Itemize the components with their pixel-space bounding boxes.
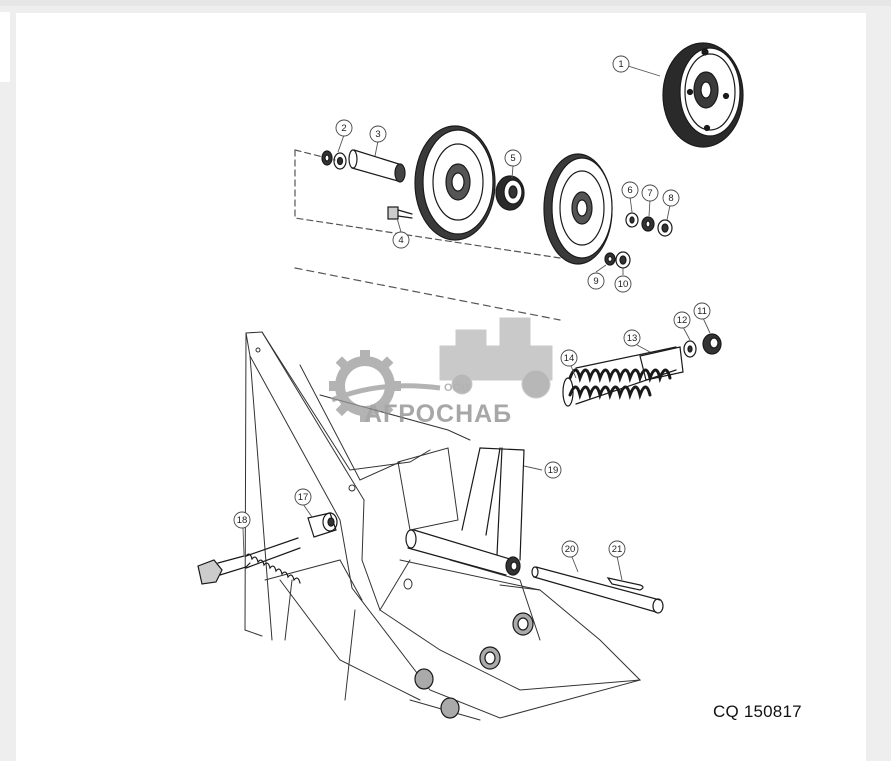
- callout-17: 17: [294, 488, 312, 506]
- bolt-4: [387, 206, 413, 220]
- callout-11: 11: [693, 302, 711, 320]
- spring-assembly-13-14: [562, 346, 684, 407]
- svg-text:10: 10: [618, 279, 629, 290]
- callout-13: 13: [623, 329, 641, 347]
- callout-1: 1: [612, 55, 630, 73]
- callout-4: 4: [392, 231, 410, 249]
- callout-9: 9: [587, 272, 605, 290]
- pulley-1: [662, 42, 744, 148]
- combine-harvester-icon: [439, 317, 553, 399]
- svg-text:1: 1: [618, 59, 623, 70]
- svg-text:9: 9: [593, 276, 598, 287]
- callout-6: 6: [621, 181, 639, 199]
- idler-arm-19: [405, 447, 525, 576]
- callout-14: 14: [560, 349, 578, 367]
- svg-text:18: 18: [237, 515, 248, 526]
- hardware-11-12: [683, 333, 722, 358]
- svg-text:14: 14: [564, 353, 575, 364]
- svg-text:13: 13: [627, 333, 638, 344]
- svg-text:ООО: ООО: [444, 382, 470, 394]
- bolt-18: [197, 537, 301, 585]
- drawing-code: CQ 150817: [713, 702, 802, 721]
- svg-text:12: 12: [677, 315, 688, 326]
- callout-18: 18: [233, 511, 251, 529]
- callout-10: 10: [614, 275, 632, 293]
- callout-8: 8: [662, 189, 680, 207]
- svg-text:7: 7: [647, 188, 652, 199]
- svg-text:21: 21: [612, 544, 623, 555]
- frame: [244, 331, 642, 721]
- callout-19: 19: [544, 461, 562, 479]
- hardware-6-7-8: [625, 212, 673, 237]
- callout-3: 3: [369, 125, 387, 143]
- svg-text:19: 19: [548, 465, 559, 476]
- callout-12: 12: [673, 311, 691, 329]
- watermark: ООО АГРОСНАБ: [329, 317, 553, 428]
- svg-text:2: 2: [341, 123, 346, 134]
- pivot-pin-20: [531, 566, 664, 614]
- callout-2: 2: [335, 119, 353, 137]
- pulley-disc-b: [543, 153, 613, 265]
- svg-text:4: 4: [398, 235, 403, 246]
- gear-icon: [329, 350, 441, 422]
- svg-text:5: 5: [510, 153, 515, 164]
- svg-text:АГРОСНАБ: АГРОСНАБ: [364, 400, 512, 428]
- svg-text:3: 3: [375, 129, 380, 140]
- callout-leaders: [242, 65, 711, 581]
- callouts: 1 2 3 4 5 6 7 8 9 10 11 12 13 14 17 18 1…: [233, 55, 711, 558]
- pulley-disc-a: [414, 125, 496, 241]
- callout-20: 20: [561, 540, 579, 558]
- svg-text:6: 6: [627, 185, 632, 196]
- frame-bolts: [414, 612, 534, 719]
- washer-nut-2: [321, 150, 347, 170]
- callout-5: 5: [504, 149, 522, 167]
- trunnion-17: [307, 512, 338, 538]
- svg-text:8: 8: [668, 193, 673, 204]
- hardware-9-10: [604, 251, 631, 269]
- svg-text:20: 20: [565, 544, 576, 555]
- top-bar: [0, 0, 891, 6]
- bearing-5: [495, 175, 525, 211]
- spacer-tube-3: [348, 149, 406, 183]
- callout-21: 21: [608, 540, 626, 558]
- left-panel-edge: [0, 12, 10, 82]
- callout-7: 7: [641, 184, 659, 202]
- svg-text:17: 17: [298, 492, 309, 503]
- svg-text:11: 11: [697, 306, 707, 317]
- cotter-pin-21: [606, 577, 644, 591]
